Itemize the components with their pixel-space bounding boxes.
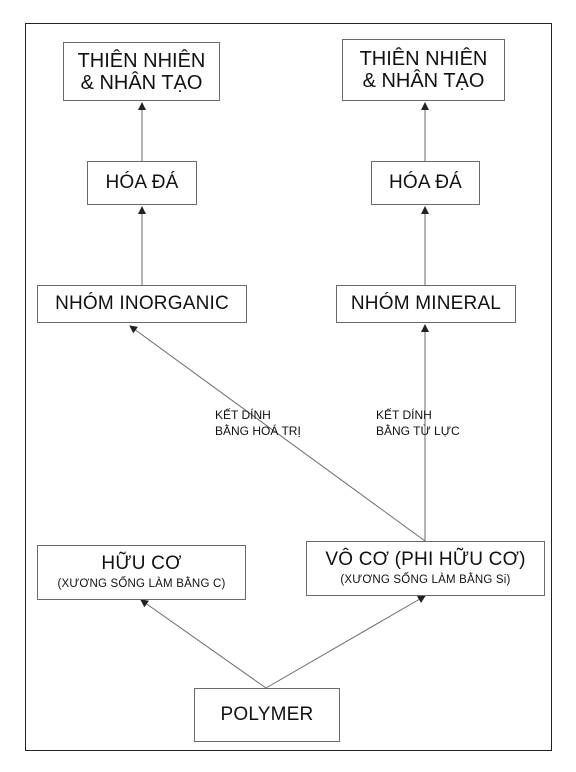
node-label: VÔ CƠ (PHI HỮU CƠ) [325,549,526,571]
node-vo-co: VÔ CƠ (PHI HỮU CƠ) (XƯƠNG SỐNG LÀM BẰNG … [306,541,545,596]
node-label: HÓA ĐÁ [389,171,462,193]
edge-voco-to-inorganic [129,325,426,542]
node-label: HÓA ĐÁ [105,171,179,193]
node-huu-co: HỮU CƠ (XƯƠNG SỐNG LÀM BẰNG C) [37,545,246,600]
edge-label-line2: BẰNG TỪ LỰC [376,424,460,439]
edge-label-ket-dinh-hoa-tri: KẾT DÍNH BẰNG HOÁ TRỊ [215,407,301,439]
edge-polymer-to-voco [265,595,426,689]
edge-label-line1: KẾT DÍNH [376,408,432,422]
edge-polymer-to-huuco [140,599,267,689]
node-label: HỮU CƠ [101,553,182,575]
edge-label-ket-dinh-tu-luc: KẾT DÍNH BẰNG TỪ LỰC [376,407,460,439]
node-nhom-inorganic: NHÓM INORGANIC [37,285,247,323]
node-line2: & NHÂN TẠO [80,71,203,94]
node-sublabel: (XƯƠNG SỐNG LÀM BẰNG Si) [340,574,511,587]
node-thien-nhien-right: THIÊN NHIÊN & NHÂN TẠO [342,39,505,101]
edge-label-line1: KẾT DÍNH [215,408,271,422]
node-hoa-da-left: HÓA ĐÁ [87,161,197,205]
edge-label-line2: BẰNG HOÁ TRỊ [215,424,301,439]
diagram-frame [25,23,552,751]
node-sublabel: (XƯƠNG SỐNG LÀM BẰNG C) [57,578,226,591]
node-line1: THIÊN NHIÊN [77,49,206,72]
node-line2: & NHÂN TẠO [362,70,485,92]
node-line1: THIÊN NHIÊN [359,48,488,70]
node-polymer: POLYMER [194,688,340,742]
node-hoa-da-right: HÓA ĐÁ [371,161,480,205]
node-label: NHÓM INORGANIC [55,292,229,314]
node-label: POLYMER [220,703,314,725]
node-label: NHÓM MINERAL [350,292,502,314]
node-nhom-mineral: NHÓM MINERAL [336,285,516,323]
node-thien-nhien-left: THIÊN NHIÊN & NHÂN TẠO [63,42,220,101]
